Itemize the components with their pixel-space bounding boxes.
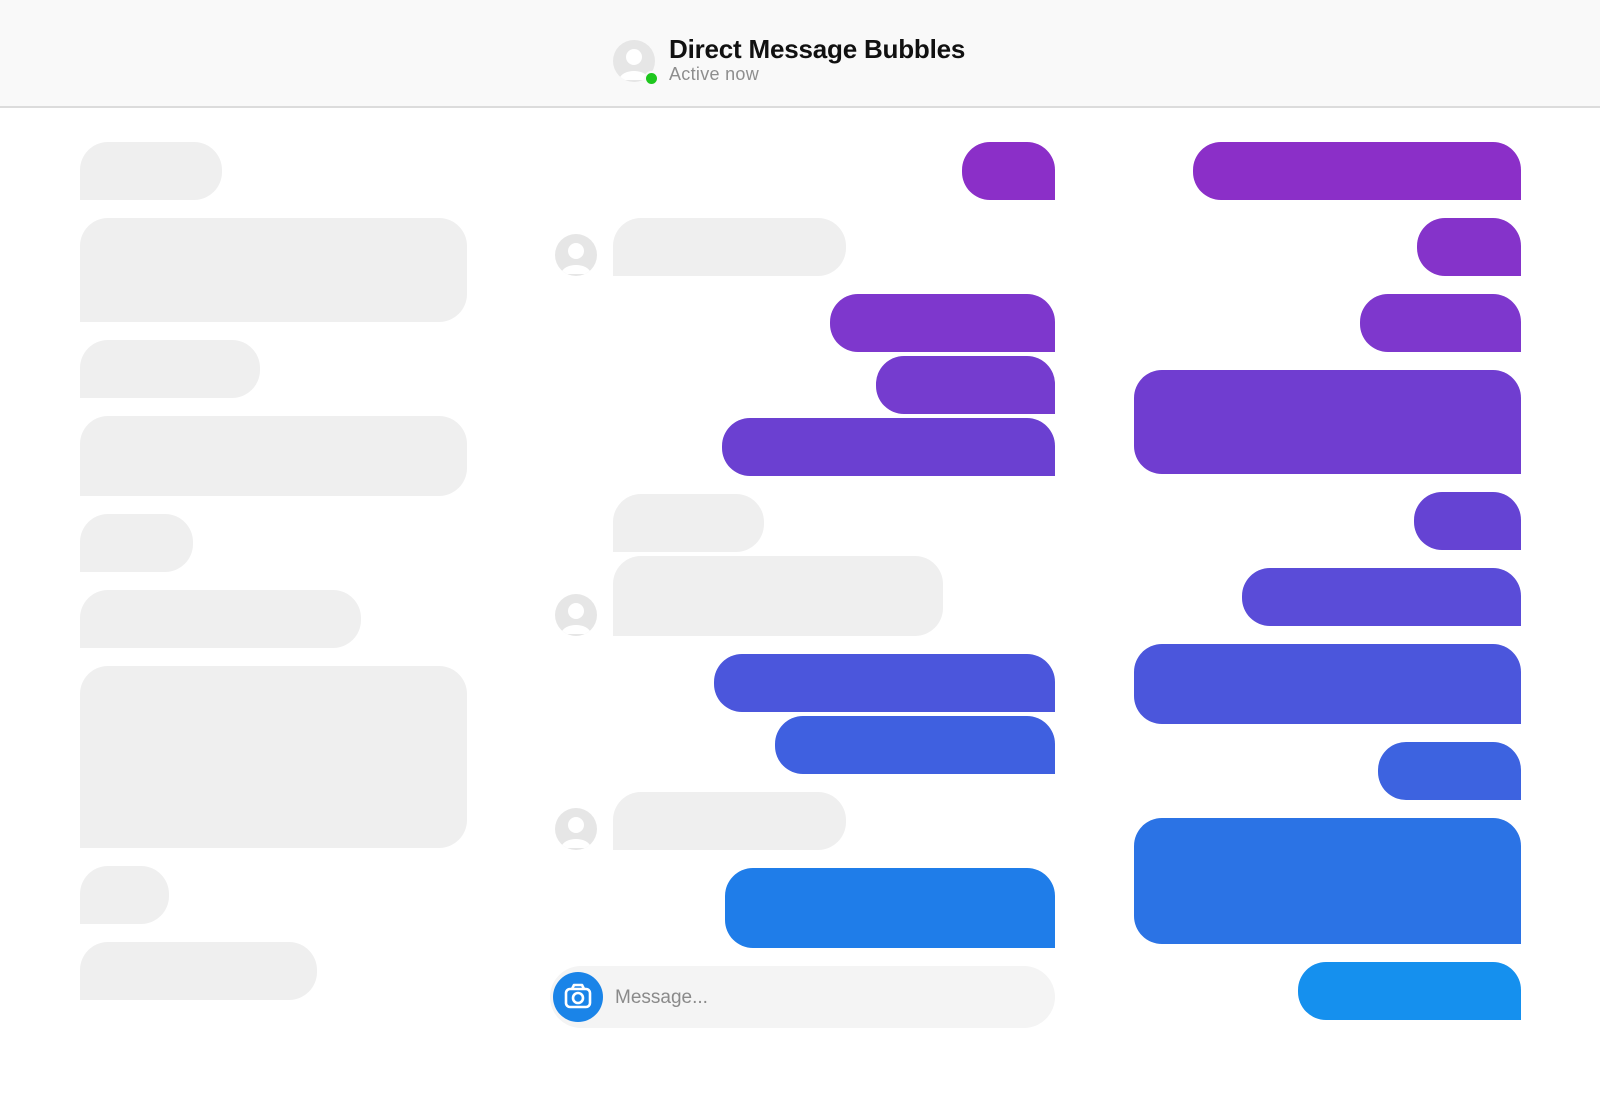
sent-message-bubble[interactable]	[830, 294, 1055, 352]
sent-message-bubble[interactable]	[1134, 644, 1521, 724]
sent-message-bubble[interactable]	[1134, 818, 1521, 944]
sent-message-bubble[interactable]	[1242, 568, 1521, 626]
received-message-bubble[interactable]	[80, 340, 260, 398]
sender-avatar-icon[interactable]	[555, 808, 597, 850]
received-message-bubble[interactable]	[613, 218, 846, 276]
camera-icon	[564, 983, 592, 1009]
received-message-bubble[interactable]	[80, 590, 361, 648]
received-message-bubble[interactable]	[80, 514, 193, 572]
sent-message-bubble[interactable]	[725, 868, 1055, 948]
received-message-bubble[interactable]	[80, 666, 467, 848]
received-message-bubble[interactable]	[80, 218, 467, 322]
active-status-text: Active now	[669, 64, 760, 84]
sent-message-bubble[interactable]	[1360, 294, 1521, 352]
sender-avatar-icon[interactable]	[555, 594, 597, 636]
sent-message-bubble[interactable]	[775, 716, 1055, 774]
conversation-title: Direct Message Bubbles	[669, 34, 966, 64]
received-message-bubble[interactable]	[613, 556, 943, 636]
camera-button[interactable]	[553, 972, 603, 1022]
sent-message-bubble[interactable]	[1414, 492, 1521, 550]
sent-message-bubble[interactable]	[714, 654, 1055, 712]
sent-message-bubble[interactable]	[1298, 962, 1521, 1020]
contact-avatar-icon[interactable]	[613, 40, 655, 82]
sent-message-bubble[interactable]	[962, 142, 1055, 200]
sent-message-bubble[interactable]	[1193, 142, 1521, 200]
chat-header: Direct Message Bubbles Active now	[0, 0, 1600, 108]
sent-message-bubble[interactable]	[876, 356, 1055, 414]
sent-message-bubble[interactable]	[1134, 370, 1521, 474]
sent-message-bubble[interactable]	[1378, 742, 1521, 800]
sent-message-bubble[interactable]	[1417, 218, 1521, 276]
sender-avatar-icon[interactable]	[555, 234, 597, 276]
received-message-bubble[interactable]	[80, 142, 222, 200]
received-message-bubble[interactable]	[80, 416, 467, 496]
message-input[interactable]	[613, 978, 1037, 1018]
online-status-dot	[644, 71, 659, 86]
received-message-bubble[interactable]	[613, 792, 846, 850]
received-message-bubble[interactable]	[613, 494, 764, 552]
received-message-bubble[interactable]	[80, 866, 169, 924]
received-message-bubble[interactable]	[80, 942, 317, 1000]
sent-message-bubble[interactable]	[722, 418, 1055, 476]
